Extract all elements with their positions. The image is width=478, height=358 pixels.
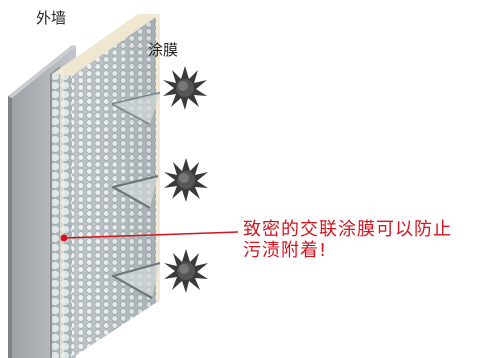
dirt-particle-icon <box>163 66 207 110</box>
callout-line-1: 致密的交联涂膜可以防止 <box>243 219 452 240</box>
dirt-particle-icon <box>164 249 208 293</box>
dirt-particle-icon <box>164 158 208 202</box>
wall-label: 外墙 <box>36 9 67 27</box>
callout-line-2: 污渍附着! <box>243 239 328 261</box>
deflection-arrow-icon <box>111 261 161 299</box>
deflection-arrow-icon <box>111 174 159 209</box>
coating-label: 涂膜 <box>148 41 179 59</box>
callout-text: 致密的交联涂膜可以防止 污渍附着! <box>243 219 452 261</box>
callout-pointer <box>60 231 239 242</box>
deflection-arrow-icon <box>111 91 161 125</box>
